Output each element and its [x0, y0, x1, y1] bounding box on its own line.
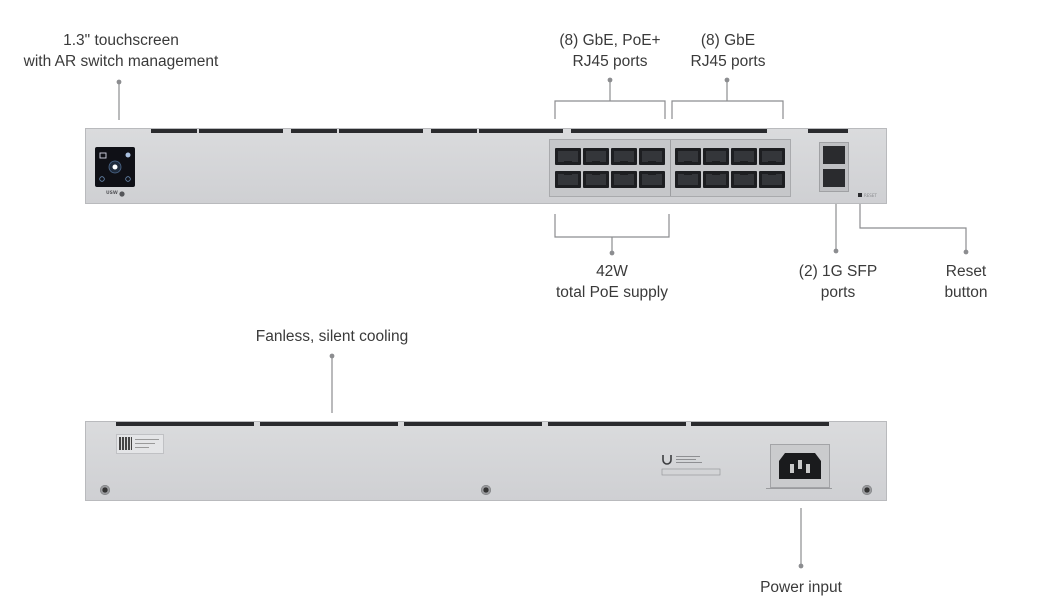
rj45-gbe-port[interactable]	[731, 148, 757, 165]
vent-slot	[260, 422, 398, 426]
poe-ports-callout-line1: (8) GbE, PoE+	[559, 32, 661, 49]
vent-slot	[116, 422, 254, 426]
certification-marks	[661, 455, 721, 476]
rj45-gbe-port[interactable]	[675, 148, 701, 165]
screw-icon	[481, 485, 491, 495]
sfp-port[interactable]	[823, 146, 845, 164]
vent-slot	[479, 129, 563, 133]
rear-panel	[85, 421, 887, 501]
reset-button[interactable]	[858, 193, 862, 197]
power-rating-label	[766, 488, 832, 489]
rj45-poe-port[interactable]	[555, 148, 581, 165]
vent-slot	[291, 129, 337, 133]
sfp-port[interactable]	[823, 169, 845, 187]
vent-slot	[339, 129, 423, 133]
poe-ports-bracket	[554, 100, 666, 119]
touchscreen-callout-line1: 1.3" touchscreen	[63, 32, 179, 49]
poe-supply-callout-line1: 42W	[596, 263, 628, 280]
reset-leader	[859, 202, 967, 252]
sfp-ports-callout-line2: ports	[820, 284, 856, 301]
rj45-gbe-port[interactable]	[731, 171, 757, 188]
screw-icon	[100, 485, 110, 495]
reset-callout: Reset button	[926, 261, 1006, 303]
rj45-gbe-port[interactable]	[675, 171, 701, 188]
ubiquiti-logo-icon	[119, 191, 125, 197]
touchscreen-callout-line2: with AR switch management	[23, 53, 219, 70]
power-input[interactable]	[770, 444, 830, 488]
poe-supply-callout-line2: total PoE supply	[555, 284, 668, 301]
rj45-port-block	[549, 139, 791, 197]
brand-mark: USW	[106, 191, 118, 196]
rj45-poe-port[interactable]	[639, 148, 665, 165]
rj45-poe-port[interactable]	[639, 171, 665, 188]
rj45-gbe-port[interactable]	[703, 148, 729, 165]
serial-label	[116, 434, 164, 454]
reset-callout-line2: button	[944, 284, 988, 301]
screw-icon	[862, 485, 872, 495]
poe-ports-callout: (8) GbE, PoE+ RJ45 ports	[540, 30, 680, 72]
gbe-ports-bracket	[671, 100, 784, 119]
vent-slot	[808, 129, 848, 133]
gbe-ports-callout-line1: (8) GbE	[700, 32, 756, 49]
cooling-callout: Fanless, silent cooling	[255, 328, 409, 345]
rj45-gbe-port[interactable]	[703, 171, 729, 188]
sfp-ports-callout-line1: (2) 1G SFP	[798, 263, 878, 280]
front-panel: USW RESET	[85, 128, 887, 204]
ubiquiti-logo-icon	[662, 455, 672, 465]
vent-slot	[151, 129, 197, 133]
sfp-ports-callout: (2) 1G SFP ports	[788, 261, 888, 303]
sfp-port-block	[819, 142, 849, 192]
poe-supply-callout: 42W total PoE supply	[542, 261, 682, 303]
rj45-poe-port[interactable]	[611, 171, 637, 188]
rj45-gbe-port[interactable]	[759, 171, 785, 188]
power-callout: Power input	[760, 579, 842, 596]
reset-callout-line1: Reset	[945, 263, 987, 280]
gbe-ports-callout: (8) GbE RJ45 ports	[668, 30, 788, 72]
rj45-poe-port[interactable]	[583, 171, 609, 188]
reset-mark: RESET	[864, 193, 877, 198]
rj45-poe-port[interactable]	[583, 148, 609, 165]
touchscreen-icon	[99, 152, 131, 182]
vent-slot	[548, 422, 686, 426]
rj45-gbe-port[interactable]	[759, 148, 785, 165]
vent-slot	[571, 129, 767, 133]
poe-ports-callout-line2: RJ45 ports	[572, 53, 648, 70]
vent-slot	[691, 422, 829, 426]
touchscreen-callout: 1.3" touchscreen with AR switch manageme…	[8, 30, 234, 72]
rj45-poe-port[interactable]	[555, 171, 581, 188]
rj45-poe-port[interactable]	[611, 148, 637, 165]
gbe-ports-callout-line2: RJ45 ports	[690, 53, 766, 70]
vent-slot	[404, 422, 542, 426]
poe-supply-bracket	[554, 214, 670, 238]
port-group-divider	[670, 140, 671, 196]
touchscreen[interactable]	[95, 147, 135, 187]
vent-slot	[199, 129, 283, 133]
qr-code-icon	[119, 437, 132, 450]
vent-slot	[431, 129, 477, 133]
power-socket-icon	[779, 453, 821, 479]
